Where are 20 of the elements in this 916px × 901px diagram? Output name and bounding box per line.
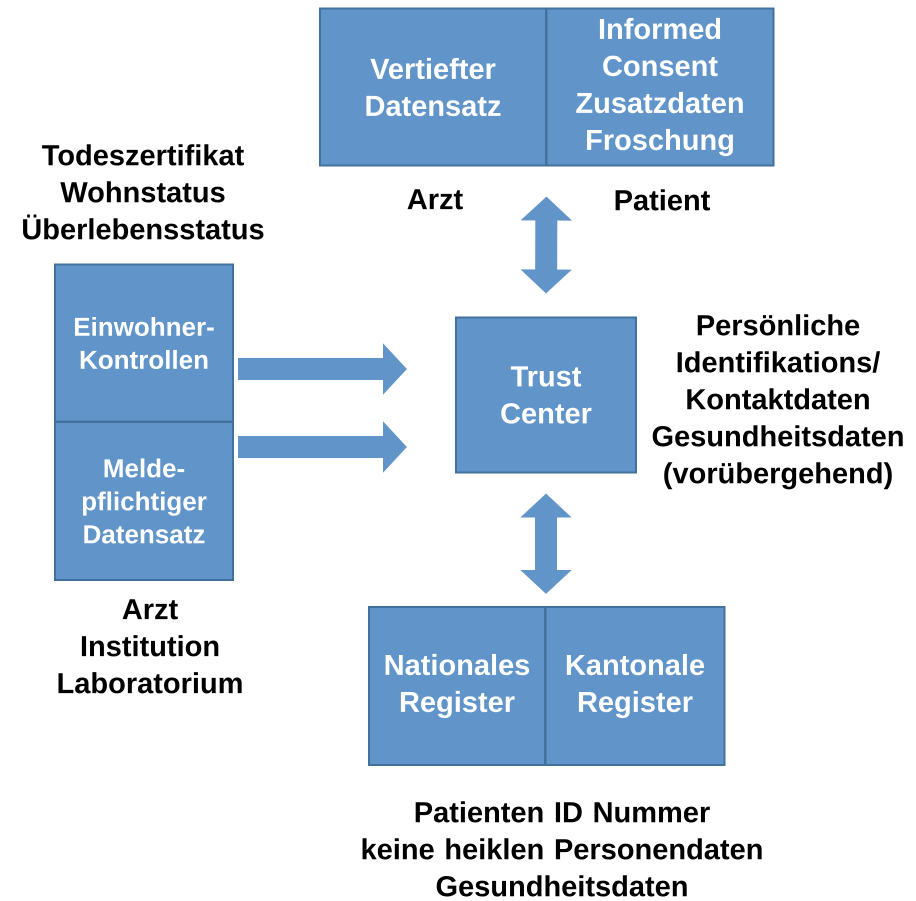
annotation-text: Überlebensstatus <box>23 214 264 240</box>
annotation-text: Wohnstatus <box>60 181 225 202</box>
annotation-text: Arzt <box>122 599 178 620</box>
process-box: Trust Center <box>455 316 637 474</box>
process-box: Informed Consent Zusatzdaten Froschung <box>546 8 774 166</box>
process-box: Vertiefter Datensatz <box>319 8 547 166</box>
annotation-text: Gesundheitsdaten (vorübergehend) <box>652 425 903 490</box>
annotation-text: Patienten ID Nummer <box>416 801 710 822</box>
process-box: Melde-pflichtiger Datensatz <box>54 421 234 581</box>
annotation-text: Arzt <box>408 189 463 210</box>
process-box: Einwohner-Kontrollen <box>54 264 234 422</box>
annotation-text: Persönliche Identifikations/ Kontaktdaten <box>678 314 880 410</box>
process-box: Kantonale Register <box>544 606 726 766</box>
process-box: Nationales Register <box>368 606 546 766</box>
annotation-text: keine heiklen Personendaten <box>362 838 762 860</box>
annotation-text: Patient <box>616 189 710 210</box>
annotation-text: Gesundheitsdaten <box>436 875 687 896</box>
annotation-text: Institution <box>82 635 218 656</box>
annotation-text: Todeszertifikat <box>42 144 244 166</box>
annotation-text: Laboratorium <box>58 672 242 694</box>
